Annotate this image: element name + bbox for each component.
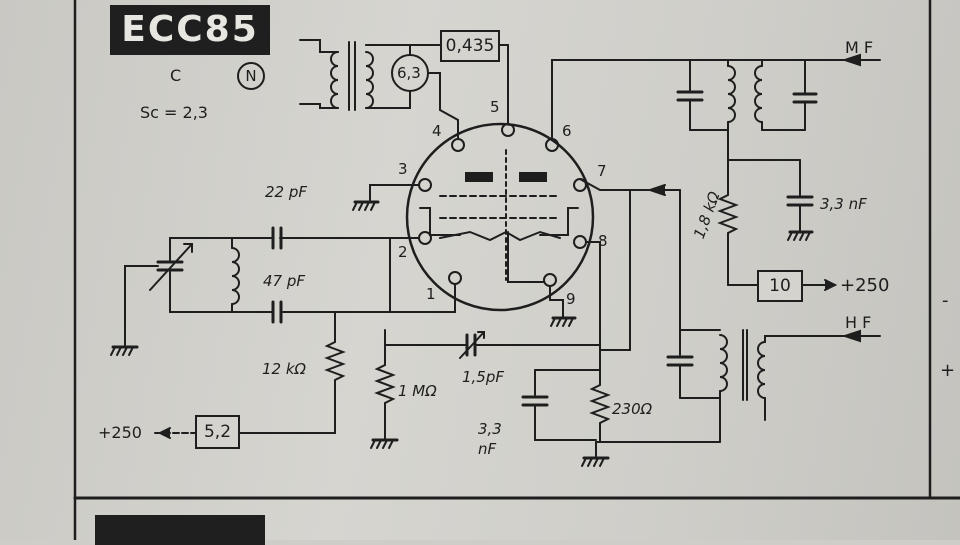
pin1-lead (439, 283, 456, 313)
pin3-lead (369, 184, 420, 201)
pin-5 (501, 123, 515, 137)
cathode-resistor (589, 369, 611, 443)
mf-coil-right (754, 65, 763, 123)
c-decoup-label: 3,3 nF (820, 195, 867, 213)
mf-label: M F (845, 38, 874, 57)
r-grid1-label: 12 kΩ (262, 360, 307, 378)
tube-type-title: ECC85 (110, 5, 270, 55)
side-plus-mark: + (940, 360, 956, 381)
side-minus-mark: - (942, 290, 949, 311)
r-1m-label: 1 MΩ (398, 382, 437, 400)
hf-coil-right (757, 341, 766, 399)
mf-arrow (844, 53, 861, 67)
supply-right-label: +250 (840, 275, 890, 296)
heater-to-pin4 (427, 72, 459, 140)
pin-label-6: 6 (562, 122, 572, 140)
pin8-lead (585, 241, 601, 351)
pin-2 (418, 231, 432, 245)
pin-label-5: 5 (490, 98, 500, 116)
pin-4 (451, 138, 465, 152)
next-tube-title-fragment (95, 515, 265, 545)
c-grid1-label: 47 pF (263, 272, 306, 290)
primary-lead-bottom (299, 103, 339, 109)
anode-resistor (717, 159, 739, 286)
input-coil (231, 247, 240, 305)
pin-label-3: 3 (398, 160, 408, 178)
pin-label-9: 9 (566, 290, 576, 308)
resistor-12k (239, 311, 346, 434)
c-cathode-unit-label: nF (478, 440, 497, 458)
tube-internal-1 (419, 207, 461, 236)
anode-left (465, 172, 493, 182)
pin-label-8: 8 (598, 232, 608, 250)
anode-current-box: 10 (757, 270, 803, 302)
tube-envelope (405, 122, 595, 312)
pin-label-1: 1 (426, 285, 436, 303)
pin-8 (573, 235, 587, 249)
tube-internal-2 (539, 207, 579, 236)
transformer-current-box: 0,435 (440, 30, 500, 62)
grid-current-box: 5,2 (195, 415, 240, 449)
mf-coil-left (727, 65, 736, 123)
primary-lead-top (299, 39, 339, 53)
c-trim-label: 1,5pF (462, 368, 505, 386)
transformer-secondary (365, 51, 374, 109)
pin-label-4: 4 (432, 122, 442, 140)
pin-9 (543, 273, 557, 287)
pin9-lead (549, 285, 564, 319)
hf-label: H F (845, 313, 872, 332)
pin-3 (418, 178, 432, 192)
pin-label-7: 7 (597, 162, 607, 180)
pin6-lead (551, 59, 691, 140)
anode-right (519, 172, 547, 182)
pin5-lead (499, 44, 509, 125)
c-grid2-label: 22 pF (265, 183, 308, 201)
pin-1 (448, 271, 462, 285)
transformer-primary (330, 51, 339, 109)
tube-slope: Sc = 2,3 (140, 103, 208, 122)
pin-label-2: 2 (398, 243, 408, 261)
heater-voltage-label: 6,3 (397, 64, 421, 82)
hf-coil-left (719, 334, 728, 392)
hf-arrow (844, 329, 861, 343)
c-cathode-label: 3,3 (478, 420, 502, 438)
resistor-1m (374, 329, 396, 441)
tube-badge: N (237, 62, 265, 90)
tube-class: C (170, 66, 182, 85)
pin7-lead (579, 178, 631, 351)
r-cathode-label: 230Ω (612, 400, 653, 418)
supply-left-label: +250 (98, 423, 142, 442)
